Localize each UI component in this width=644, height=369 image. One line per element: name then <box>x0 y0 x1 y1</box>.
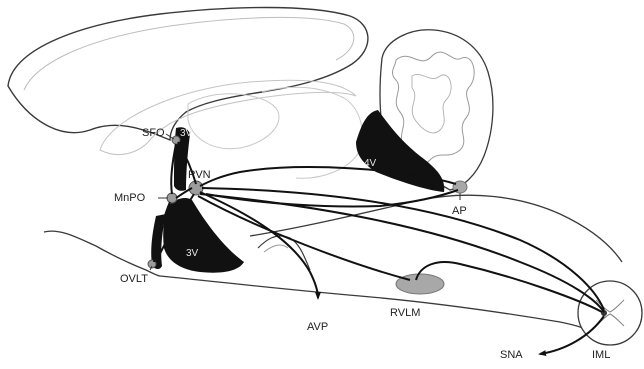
label-rvlm: RVLM <box>390 307 420 319</box>
label-sfo: SFO <box>142 127 165 139</box>
hypothalamus-floor <box>44 231 160 276</box>
label-pvn: PVN <box>188 169 211 181</box>
label-third-ventricle-top: 3V <box>180 128 193 139</box>
label-sna: SNA <box>500 349 523 361</box>
label-fourth-ventricle: 4V <box>364 158 377 169</box>
spinal-cord-section <box>578 281 642 345</box>
cortex-inner-line <box>24 17 354 90</box>
label-iml: IML <box>592 349 610 361</box>
fourth-ventricle <box>356 110 444 192</box>
thalamus-outline <box>188 94 279 149</box>
label-ap: AP <box>452 205 467 217</box>
midbrain-outline <box>262 87 362 178</box>
pathway-pvn-iml-upper <box>202 188 604 310</box>
corpus-callosum <box>100 80 356 154</box>
label-avp: AVP <box>307 321 328 333</box>
mnpo-nucleus <box>167 193 177 203</box>
label-mnpo: MnPO <box>114 192 146 204</box>
rvlm-nucleus <box>396 274 444 294</box>
third-ventricle <box>163 198 244 273</box>
label-third-ventricle: 3V <box>186 248 199 259</box>
pituitary-inner <box>264 245 288 252</box>
pathway-pvn-iml-lower <box>200 194 604 312</box>
cerebellum-folia-inner <box>412 74 451 132</box>
label-ovlt: OVLT <box>120 273 148 285</box>
